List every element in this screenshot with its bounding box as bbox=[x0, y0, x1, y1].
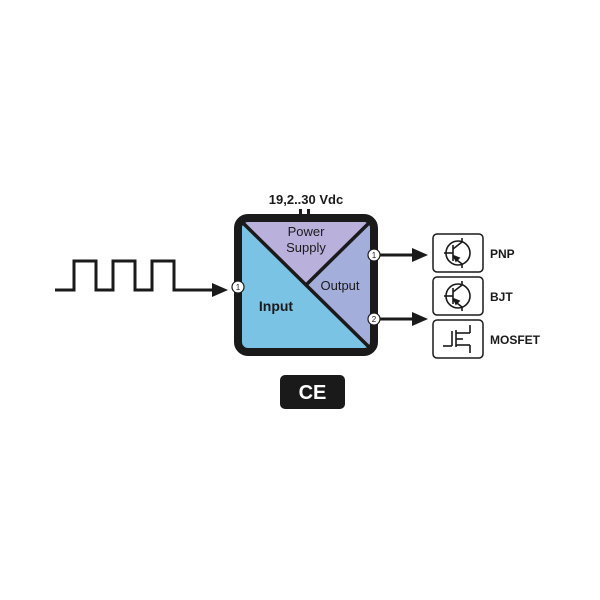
power-connector-left bbox=[299, 209, 302, 218]
input-pin-badge: 1 bbox=[231, 280, 245, 294]
power-supply-region bbox=[240, 220, 372, 285]
input-label: Input bbox=[259, 298, 294, 314]
output-type-mosfet: MOSFET bbox=[432, 319, 541, 359]
output-label: Output bbox=[320, 278, 359, 293]
bjt-transistor-icon bbox=[444, 281, 471, 311]
mosfet-label: MOSFET bbox=[490, 333, 541, 347]
output-type-bjt: BJT bbox=[432, 276, 513, 316]
square-wave-signal bbox=[55, 259, 228, 297]
bjt-label: BJT bbox=[490, 290, 513, 304]
output-arrow-1 bbox=[380, 248, 428, 262]
ce-mark-text: CE bbox=[299, 382, 327, 404]
pnp-label: PNP bbox=[490, 247, 515, 261]
power-supply-label-line1: Power bbox=[288, 224, 326, 239]
ce-mark-badge: CE bbox=[280, 375, 345, 409]
pnp-transistor-icon bbox=[444, 238, 471, 268]
output-type-pnp: PNP bbox=[432, 233, 515, 273]
output-pin2-badge: 2 bbox=[367, 312, 381, 326]
input-pin-number: 1 bbox=[236, 283, 241, 292]
power-connector-right bbox=[307, 209, 310, 218]
output-region bbox=[306, 220, 372, 350]
output-pin1-badge: 1 bbox=[367, 248, 381, 262]
output-pin2-number: 2 bbox=[372, 315, 377, 324]
output-divider bbox=[304, 220, 372, 287]
power-supply-label-line2: Supply bbox=[286, 240, 326, 255]
converter-module: Power Supply Input Output bbox=[234, 209, 378, 356]
supply-voltage-label: 19,2..30 Vdc bbox=[269, 192, 343, 207]
mosfet-icon bbox=[443, 325, 471, 353]
input-arrow-head bbox=[212, 283, 228, 297]
output-arrow-2 bbox=[380, 312, 428, 326]
output-pin1-number: 1 bbox=[372, 251, 377, 260]
